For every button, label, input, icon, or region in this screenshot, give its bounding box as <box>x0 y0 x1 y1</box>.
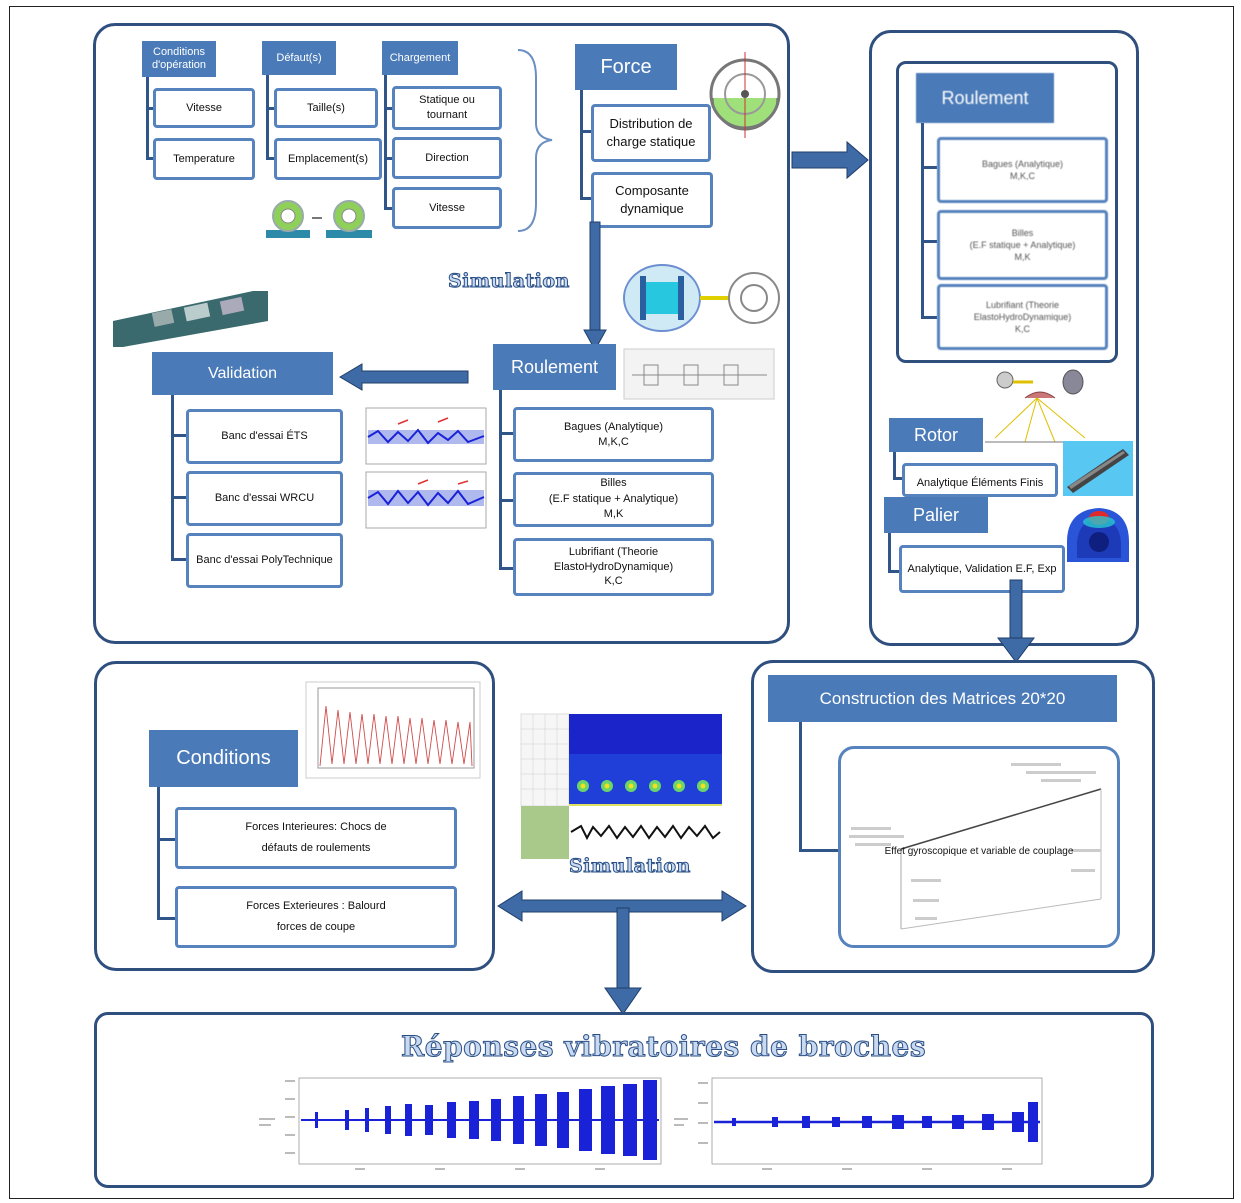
bearing-summary-rings: Bagues (Analytique)M,K,C <box>937 137 1108 203</box>
item-static-or-rotating: Statique ou tournant <box>392 86 502 130</box>
bearing-housing-fe-illustration <box>1067 508 1129 562</box>
connector-line <box>921 123 924 318</box>
item-bearing-rings: Bagues (Analytique)M,K,C <box>513 407 714 462</box>
curly-brace <box>517 49 553 232</box>
connector-line <box>384 157 393 160</box>
vibration-signal-plot-left <box>259 1077 662 1170</box>
connector-line <box>157 787 160 920</box>
connector-line <box>799 849 839 852</box>
connector-line <box>499 499 513 502</box>
connector-line <box>499 390 502 570</box>
connector-line <box>146 77 149 160</box>
connector-line <box>893 477 902 480</box>
bearing-summary-lubricant: Lubrifiant (Theorie ElastoHydroDynamique… <box>937 284 1108 350</box>
bearing-defect-illustration <box>266 200 372 238</box>
item-defect-size: Taille(s) <box>274 88 378 128</box>
connector-line <box>266 157 275 160</box>
load-distribution-illustration <box>709 52 781 138</box>
spring-model-illustration <box>623 348 775 400</box>
bearing-summary-balls: Billes(E.F statique + Analytique)M,K <box>937 210 1108 280</box>
spindle-assembly-illustration <box>985 369 1095 443</box>
connector-line <box>384 207 393 210</box>
matrix-caption: Effet gyroscopique et variable de coupla… <box>884 846 1074 857</box>
connector-line <box>266 107 275 110</box>
item-speed: Vitesse <box>153 88 255 128</box>
connector-line <box>384 107 393 110</box>
connector-line <box>580 197 592 200</box>
connector-line <box>146 107 155 110</box>
down-arrow-to-responses <box>604 907 642 1015</box>
impulse-response-plot <box>305 681 481 779</box>
connector-line <box>146 157 155 160</box>
rotor-shaft-illustration <box>1063 441 1133 496</box>
connector-line <box>384 75 387 210</box>
connector-line <box>171 434 186 437</box>
down-arrow-to-matrices <box>997 579 1035 663</box>
simulation-label-middle: Simulation <box>569 855 691 878</box>
connector-line <box>888 533 891 573</box>
connector-line <box>157 917 175 920</box>
connector-line <box>921 166 937 169</box>
rotor-header: Rotor <box>889 418 983 452</box>
connector-line <box>580 130 592 133</box>
bearing-summary-header: Roulement <box>916 73 1054 123</box>
connector-line <box>921 316 937 319</box>
validation-signal-plot-1 <box>365 407 487 465</box>
connector-line <box>893 452 896 480</box>
item-test-bench-polytechnique: Banc d'essai PolyTechnique <box>186 533 343 588</box>
item-loading-speed: Vitesse <box>392 187 502 229</box>
test-bench-illustration <box>113 291 268 347</box>
rotor-analytic-fe: Analytique Éléments Finis <box>902 463 1058 497</box>
item-defect-location: Emplacement(s) <box>274 138 382 180</box>
left-arrow <box>339 363 469 391</box>
connector-line <box>888 570 899 573</box>
connector-line <box>171 395 174 561</box>
item-bearing-lubricant: Lubrifiant (Theorie ElastoHydroDynamique… <box>513 538 714 596</box>
connector-line <box>799 722 802 852</box>
item-test-bench-wrcu: Banc d'essai WRCU <box>186 471 343 526</box>
category-header-defects: Défaut(s) <box>262 41 336 75</box>
connector-line <box>499 432 513 435</box>
simulation-label-top: Simulation <box>448 270 570 293</box>
down-arrow <box>583 221 607 352</box>
category-header-loading: Chargement <box>382 41 458 75</box>
double-arrow-horizontal <box>497 890 747 922</box>
conditions-header: Conditions <box>149 730 298 787</box>
bearing-header: Roulement <box>493 344 616 390</box>
force-header: Force <box>575 44 677 90</box>
matrix-illustration-box: Effet gyroscopique et variable de coupla… <box>838 746 1120 948</box>
item-temperature: Temperature <box>153 138 255 180</box>
connector-line <box>157 838 175 841</box>
bearing-contact-illustration <box>623 264 780 332</box>
validation-header: Validation <box>152 352 333 395</box>
connector-line <box>921 240 937 243</box>
matrix-diagram <box>849 763 1102 930</box>
category-header-operating-conditions: Conditions d'opération <box>142 41 216 77</box>
vibration-signal-plot-right <box>674 1077 1043 1170</box>
item-static-load-distribution: Distribution de charge statique <box>591 104 711 162</box>
bearing-housing-header: Palier <box>884 497 988 533</box>
connector-line <box>580 90 583 200</box>
matrices-header: Construction des Matrices 20*20 <box>768 675 1117 722</box>
vibration-response-title: Réponses vibratoires de broches <box>400 1030 927 1064</box>
item-direction: Direction <box>392 137 502 179</box>
item-bearing-balls: Billes(E.F statique + Analytique)M,K <box>513 472 714 527</box>
connector-line <box>499 567 513 570</box>
item-dynamic-component: Composante dynamique <box>591 172 713 228</box>
connector-line <box>266 75 269 160</box>
connector-line <box>171 496 186 499</box>
right-arrow <box>791 140 869 180</box>
bearing-housing-analytic-validation: Analytique, Validation E.F, Exp <box>899 545 1065 593</box>
connector-line <box>171 558 186 561</box>
figure-frame <box>9 6 1234 1199</box>
validation-signal-plot-2 <box>365 471 487 529</box>
spectrogram-image <box>520 713 722 859</box>
item-test-bench-ets: Banc d'essai ÉTS <box>186 409 343 464</box>
